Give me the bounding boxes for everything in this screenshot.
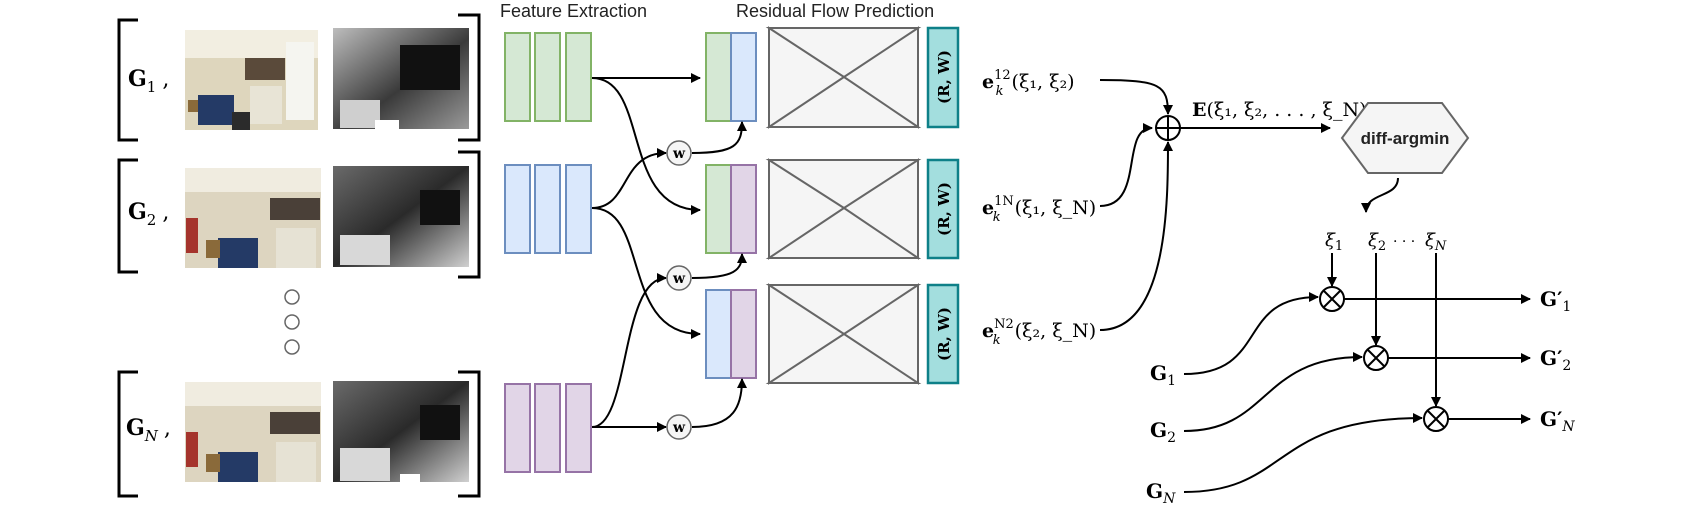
update-output-1: G′1 xyxy=(1540,287,1571,315)
update-input-1: G1 xyxy=(1150,361,1176,389)
svg-text:diff-argmin: diff-argmin xyxy=(1361,129,1450,148)
pair-block-12 xyxy=(705,32,757,122)
weight-node-1: w xyxy=(666,140,692,166)
pair-block-n2 xyxy=(705,289,757,379)
svg-text:w: w xyxy=(672,146,686,162)
energy-label: E(ξ₁, ξ₂, . . . , ξ_N) xyxy=(1192,99,1367,121)
rw-output-1n: (R, W) xyxy=(926,158,960,260)
update-input-curves xyxy=(1183,292,1423,493)
input-label-n: GN, xyxy=(126,415,171,445)
update-input-2: G2 xyxy=(1150,418,1176,446)
svg-text:(R, W): (R, W) xyxy=(935,50,953,104)
feature-connectors xyxy=(591,73,747,432)
feature-stack-1 xyxy=(504,32,592,122)
flow-network-12 xyxy=(765,26,922,129)
compose-node-1 xyxy=(1319,286,1345,312)
svg-text:w: w xyxy=(672,420,686,436)
update-input-n: GN xyxy=(1146,479,1176,507)
update-output-2: G′2 xyxy=(1540,346,1571,374)
rgb-image-2 xyxy=(185,168,321,268)
weight-node-2: w xyxy=(666,265,692,291)
solver-output-arrow xyxy=(1361,177,1399,213)
svg-text:w: w xyxy=(672,271,686,287)
xi-label-1: ξ1 xyxy=(1325,230,1343,254)
depth-image-1 xyxy=(333,28,469,129)
svg-text:(R, W): (R, W) xyxy=(935,182,953,236)
depth-image-2 xyxy=(333,166,469,267)
header-feature-extraction: Feature Extraction xyxy=(500,1,647,21)
input-bracket-1 xyxy=(117,13,481,142)
rw-output-12: (R, W) xyxy=(926,26,960,129)
feature-stack-n xyxy=(504,383,592,473)
rgb-image-1 xyxy=(185,30,318,130)
flow-network-n2 xyxy=(765,283,922,385)
ellipsis-dots xyxy=(284,289,300,355)
compose-node-2 xyxy=(1363,345,1389,371)
sum-node xyxy=(1155,115,1181,141)
error-connectors xyxy=(1099,79,1173,331)
update-output-arrows xyxy=(1344,294,1531,424)
header-residual-flow: Residual Flow Prediction xyxy=(736,1,934,21)
diff-argmin-solver: diff-argmin xyxy=(1340,102,1470,174)
xi-label-n: ξN xyxy=(1425,230,1447,254)
input-label-1: G1, xyxy=(128,66,169,96)
weight-node-3: w xyxy=(666,414,692,440)
flow-network-1n xyxy=(765,158,922,260)
compose-node-n xyxy=(1423,406,1449,432)
svg-text:(R, W): (R, W) xyxy=(935,307,953,361)
xi-arrows xyxy=(1327,253,1441,407)
depth-image-n xyxy=(333,381,469,482)
update-output-n: G′N xyxy=(1540,407,1575,435)
feature-stack-2 xyxy=(504,164,592,254)
pair-block-1n xyxy=(705,164,757,254)
input-label-2: G2, xyxy=(128,199,169,229)
xi-dots: · · · xyxy=(1393,234,1415,250)
rw-output-n2: (R, W) xyxy=(926,283,960,385)
xi-label-2: ξ2 xyxy=(1368,230,1386,254)
input-bracket-n xyxy=(117,370,481,498)
rgb-image-n xyxy=(185,382,321,482)
input-bracket-2 xyxy=(117,150,481,279)
